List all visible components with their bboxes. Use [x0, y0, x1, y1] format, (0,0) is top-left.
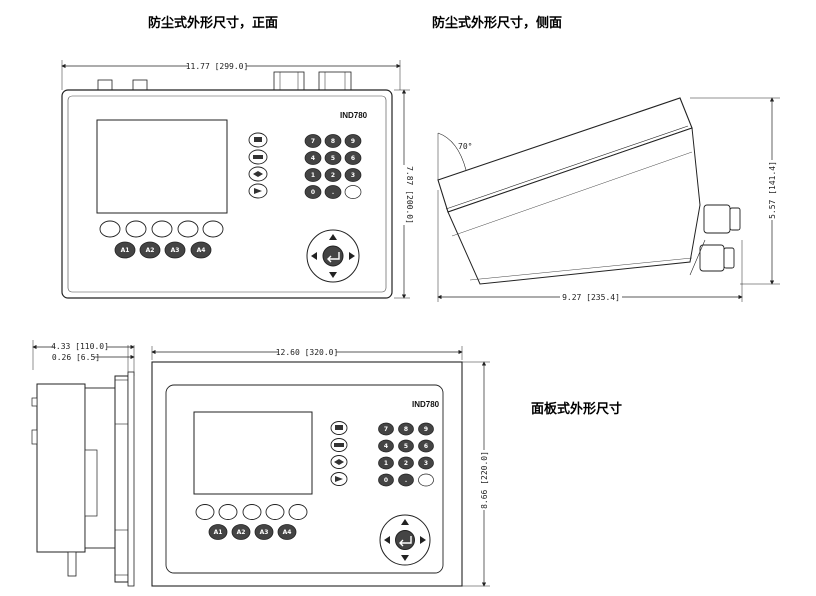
panel-arrow-down-icon: [401, 555, 409, 561]
front-height-dimension: 7.87 [200.0]: [405, 166, 414, 224]
side-view: 70° 5.57 [141.4] 9.27 [235.4]: [437, 97, 780, 302]
front-fkey-a1: A1: [121, 247, 130, 254]
panel-key-dot: .: [405, 477, 407, 484]
arrow-right-icon: [349, 252, 355, 260]
panel-screen: [193, 411, 313, 495]
panel-fkey-a3: A3: [260, 529, 269, 536]
side-height-dimension: 5.57 [141.4]: [768, 161, 777, 219]
panel-key-9: 9: [424, 426, 428, 433]
caption-panel-view: 面板式外形尺寸: [531, 402, 623, 417]
panel-key-8: 8: [404, 426, 408, 433]
panel-brand-label: IND780: [412, 400, 440, 409]
panel-width-dimension: 12.60 [320.0]: [276, 348, 339, 357]
front-fkey-a4: A4: [197, 247, 206, 254]
panel-key-4: 4: [384, 443, 388, 450]
front-key-1: 1: [311, 172, 315, 179]
panel-key-7: 7: [384, 426, 388, 433]
panel-arrow-right-icon: [420, 536, 426, 544]
panel-key-5: 5: [404, 443, 408, 450]
front-key-0: 0: [311, 189, 315, 196]
panel-fkey-a4: A4: [283, 529, 292, 536]
panel-arrow-up-icon: [401, 519, 409, 525]
panel-key-3: 3: [424, 460, 428, 467]
front-key-6: 6: [351, 155, 355, 162]
front-view: 11.77 [299.0] 7.87 [200.0] IND780: [61, 60, 414, 299]
front-screen: [96, 119, 228, 214]
front-key-2: 2: [331, 172, 335, 179]
side-angle-label: 70°: [458, 142, 472, 151]
panel-key-1: 1: [384, 460, 388, 467]
panel-depth-dimension: 4.33 [110.0]: [51, 342, 109, 351]
panel-arrow-left-icon: [384, 536, 390, 544]
front-key-dot: .: [332, 189, 334, 196]
panel-height-dimension: 8.66 [220.0]: [480, 451, 489, 509]
front-key-4: 4: [311, 155, 315, 162]
front-key-3: 3: [351, 172, 355, 179]
arrow-up-icon: [329, 234, 337, 240]
front-key-7: 7: [311, 138, 315, 145]
panel-bezel-profile: [114, 375, 129, 583]
front-width-dimension: 11.77 [299.0]: [186, 62, 249, 71]
front-brand-label: IND780: [340, 111, 368, 120]
panel-key-0: 0: [384, 477, 388, 484]
panel-enter-icon: [399, 536, 412, 547]
front-key-5: 5: [331, 155, 335, 162]
front-key-9: 9: [351, 138, 355, 145]
arrow-left-icon: [311, 252, 317, 260]
panel-side-body: [36, 383, 86, 553]
front-key-8: 8: [331, 138, 335, 145]
panel-fkey-a2: A2: [237, 529, 246, 536]
panel-key-2: 2: [404, 460, 408, 467]
front-fkey-a2: A2: [146, 247, 155, 254]
caption-front-view: 防尘式外形尺寸，正面: [148, 16, 279, 31]
panel-view: 4.33 [110.0] 0.26 [6.5] 12.60 [320.0]: [31, 340, 491, 587]
panel-key-6: 6: [424, 443, 428, 450]
side-body: [447, 127, 701, 285]
front-fkey-a3: A3: [171, 247, 180, 254]
panel-fkey-a1: A1: [214, 529, 223, 536]
panel-thickness-dimension: 0.26 [6.5]: [52, 353, 100, 362]
caption-side-view: 防尘式外形尺寸，侧面: [432, 16, 563, 31]
side-depth-dimension: 9.27 [235.4]: [562, 293, 620, 302]
enter-icon: [327, 252, 340, 263]
arrow-down-icon: [329, 272, 337, 278]
